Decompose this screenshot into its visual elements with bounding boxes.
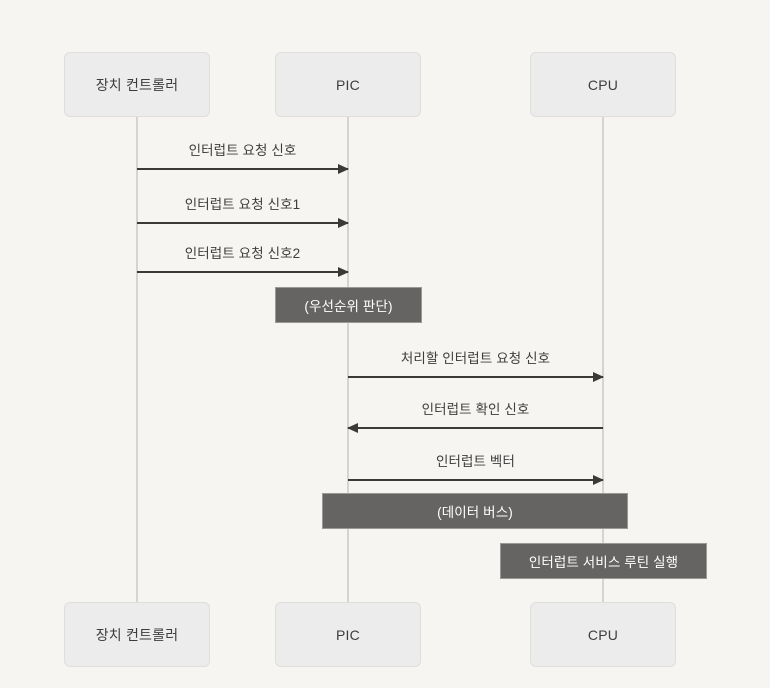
message-line (348, 479, 603, 481)
message-line (348, 376, 603, 378)
participant-label: 장치 컨트롤러 (95, 76, 179, 93)
note-interrupt-service-routine: 인터럽트 서비스 루틴 실행 (500, 543, 707, 579)
arrowhead-right-icon (593, 475, 604, 485)
participant-cpu-top[interactable]: CPU (530, 52, 676, 117)
message-line (137, 168, 348, 170)
message-label: 인터럽트 요청 신호2 (184, 246, 301, 261)
arrowhead-right-icon (338, 164, 349, 174)
participant-pic-top[interactable]: PIC (275, 52, 421, 117)
note-label: 인터럽트 서비스 루틴 실행 (528, 555, 679, 570)
note-label: (데이터 버스) (437, 505, 513, 520)
participant-label: PIC (336, 626, 360, 643)
message-label: 인터럽트 확인 신호 (421, 402, 530, 417)
lifeline-cpu (602, 117, 604, 607)
participant-device-controller-bottom[interactable]: 장치 컨트롤러 (64, 602, 210, 667)
note-label: (우선순위 판단) (304, 299, 393, 314)
message-line (348, 427, 603, 429)
arrowhead-right-icon (593, 372, 604, 382)
message-label: 인터럽트 요청 신호1 (184, 197, 301, 212)
message-label: 처리할 인터럽트 요청 신호 (400, 351, 551, 366)
message-label: 인터럽트 벡터 (436, 454, 515, 469)
participant-device-controller-top[interactable]: 장치 컨트롤러 (64, 52, 210, 117)
participant-label: 장치 컨트롤러 (95, 626, 179, 643)
note-data-bus: (데이터 버스) (322, 493, 628, 529)
participant-pic-bottom[interactable]: PIC (275, 602, 421, 667)
arrowhead-right-icon (338, 267, 349, 277)
message-line (137, 222, 348, 224)
participant-label: CPU (587, 76, 619, 93)
participant-cpu-bottom[interactable]: CPU (530, 602, 676, 667)
note-priority-decision: (우선순위 판단) (275, 287, 422, 323)
arrowhead-left-icon (347, 423, 358, 433)
lifeline-device-controller (136, 117, 138, 607)
lifeline-pic (347, 117, 349, 607)
arrowhead-right-icon (338, 218, 349, 228)
message-line (137, 271, 348, 273)
participant-label: PIC (336, 76, 360, 93)
message-label: 인터럽트 요청 신호 (188, 143, 297, 158)
participant-label: CPU (587, 626, 619, 643)
